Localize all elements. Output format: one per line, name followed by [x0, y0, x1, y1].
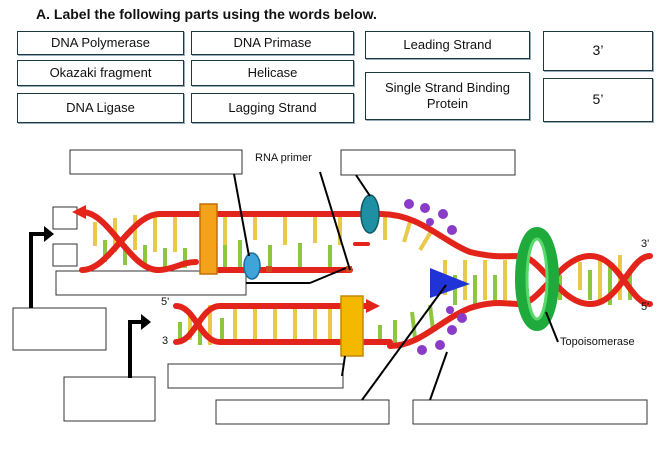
- word-leading-strand: Leading Strand: [365, 31, 530, 59]
- word-helicase: Helicase: [191, 60, 354, 86]
- answer-box-7[interactable]: [167, 363, 344, 389]
- bent-arrow-lower: [128, 314, 151, 378]
- word-ssb-protein: Single Strand Binding Protein: [365, 72, 530, 120]
- bent-arrow-upper: [29, 226, 54, 308]
- dna-polymerase-upper: [199, 203, 218, 275]
- answer-box-10[interactable]: [412, 399, 648, 425]
- answer-box-3[interactable]: [52, 206, 78, 230]
- label-left-3: 3: [162, 335, 169, 347]
- strand-arrowhead-lower: [366, 299, 380, 313]
- label-right-3: 3': [641, 238, 650, 250]
- label-rna-primer: RNA primer: [255, 152, 312, 164]
- word-3-prime: 3’: [543, 31, 653, 71]
- label-right-5: 5': [641, 301, 650, 313]
- answer-box-4[interactable]: [52, 243, 78, 267]
- word-5-prime: 5’: [543, 78, 653, 122]
- topoisomerase-ring: [515, 227, 559, 331]
- answer-box-2[interactable]: [340, 149, 516, 176]
- word-dna-polymerase: DNA Polymerase: [17, 31, 184, 55]
- answer-box-1[interactable]: [69, 149, 243, 175]
- label-topoisomerase: Topoisomerase: [560, 336, 635, 348]
- strand-arrowhead-upper: [72, 205, 86, 219]
- helicase-shape: [430, 268, 470, 298]
- rungs-upper-helix: [93, 215, 434, 268]
- label-left-5: 5': [161, 296, 170, 308]
- answer-box-9[interactable]: [215, 399, 390, 425]
- instructions-heading: A. Label the following parts using the w…: [36, 6, 377, 22]
- answer-box-6[interactable]: [12, 307, 107, 351]
- dna-polymerase-lower: [340, 295, 364, 357]
- dna-ligase-shape: [243, 252, 261, 280]
- word-okazaki-fragment: Okazaki fragment: [17, 60, 184, 86]
- word-dna-primase: DNA Primase: [191, 31, 354, 55]
- sliding-clamp: [360, 194, 380, 234]
- pointer-lines: [233, 171, 559, 401]
- word-lagging-strand: Lagging Strand: [191, 93, 354, 123]
- ssb-proteins: [404, 199, 467, 355]
- word-dna-ligase: DNA Ligase: [17, 93, 184, 123]
- answer-box-8[interactable]: [63, 376, 156, 422]
